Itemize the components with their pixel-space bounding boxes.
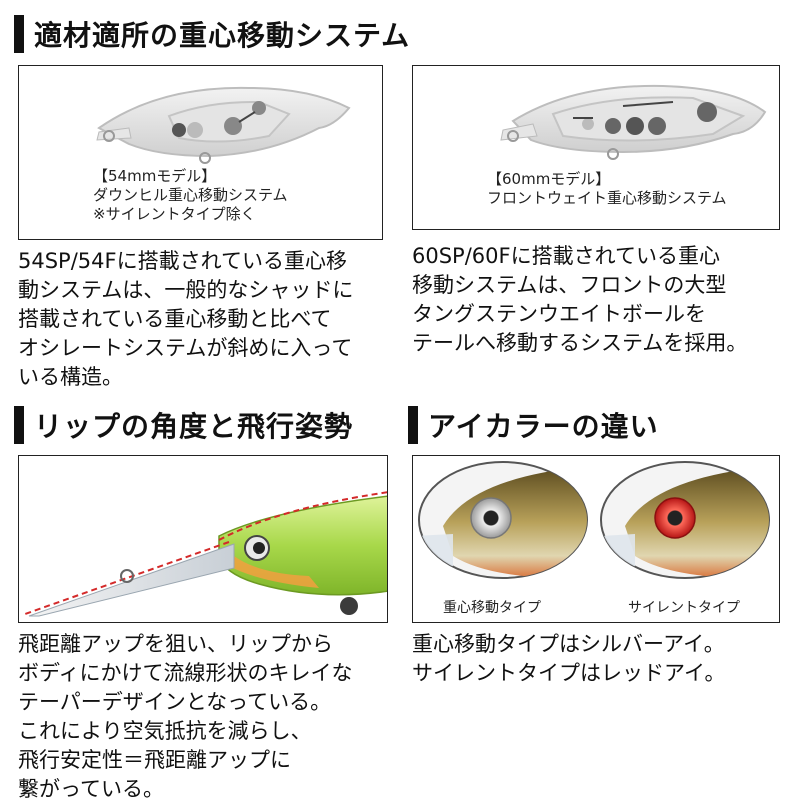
caption-line: ※サイレントタイプ除く xyxy=(93,205,256,223)
heading-lip-angle: リップの角度と飛行姿勢 xyxy=(14,405,353,445)
body-line: テールへ移動するシステムを採用。 xyxy=(412,331,748,355)
eye-label-weight: 重心移動タイプ xyxy=(443,600,541,616)
caption-line: 【54mmモデル】 xyxy=(93,167,217,185)
heading-bar xyxy=(14,406,24,444)
eye-photo-frame: 重心移動タイプ サイレントタイプ xyxy=(412,455,780,623)
diagram-60mm-frame: 【60mmモデル】 フロントウェイト重心移動システム xyxy=(412,65,780,230)
weight-left-body: 54SP/54Fに搭載されている重心移 動システムは、一般的なシャッドに 搭載さ… xyxy=(18,247,353,392)
caption-line: フロントウェイト重心移動システム xyxy=(487,189,727,207)
weight-right-body: 60SP/60Fに搭載されている重心 移動システムは、フロントの大型 タングステ… xyxy=(412,242,747,358)
eye-label-silent: サイレントタイプ xyxy=(628,600,740,616)
body-line: 搭載されている重心移動と比べて xyxy=(18,307,332,331)
heading-eye-color: アイカラーの違い xyxy=(408,405,659,445)
body-line: 60SP/60Fに搭載されている重心 xyxy=(412,244,720,268)
body-line: オシレートシステムが斜めに入って xyxy=(18,336,353,360)
heading-title: リップの角度と飛行姿勢 xyxy=(34,410,354,443)
eye-body: 重心移動タイプはシルバーアイ。 サイレントタイプはレッドアイ。 xyxy=(412,630,726,688)
body-line: 移動システムは、フロントの大型 xyxy=(412,273,727,297)
caption-line: 【60mmモデル】 xyxy=(487,170,611,188)
body-line: ボディにかけて流線形状のキレイな xyxy=(18,661,353,685)
body-line: これにより空気抵抗を減らし、 xyxy=(18,719,312,743)
heading-title: 適材適所の重心移動システム xyxy=(34,19,411,52)
body-line: タングステンウエイトボールを xyxy=(412,302,706,326)
heading-bar xyxy=(14,15,24,53)
diagram-54mm-frame: 【54mmモデル】 ダウンヒル重心移動システム ※サイレントタイプ除く xyxy=(18,65,383,240)
lip-photo-frame xyxy=(18,455,388,623)
heading-weight-system: 適材適所の重心移動システム xyxy=(14,14,410,54)
body-line: 飛行安定性＝飛距離アップに xyxy=(18,748,291,772)
lure-flight-image xyxy=(24,491,387,617)
lure-54mm-diagram xyxy=(96,86,351,164)
body-line: サイレントタイプはレッドアイ。 xyxy=(412,661,726,685)
body-line: 動システムは、一般的なシャッドに xyxy=(18,278,354,302)
lip-body: 飛距離アップを狙い、リップから ボディにかけて流線形状のキレイな テーパーデザイ… xyxy=(18,630,353,800)
body-line: 繋がっている。 xyxy=(18,777,164,800)
heading-bar xyxy=(408,406,418,444)
eye-comparison-image xyxy=(418,461,770,579)
heading-title: アイカラーの違い xyxy=(428,410,659,443)
body-line: いる構造。 xyxy=(18,365,123,389)
caption-line: ダウンヒル重心移動システム xyxy=(93,186,288,204)
body-line: 飛距離アップを狙い、リップから xyxy=(18,632,333,656)
body-line: 重心移動タイプはシルバーアイ。 xyxy=(412,632,725,656)
body-line: テーパーデザインとなっている。 xyxy=(18,690,332,714)
body-line: 54SP/54Fに搭載されている重心移 xyxy=(18,249,347,273)
lure-60mm-diagram xyxy=(500,84,767,160)
